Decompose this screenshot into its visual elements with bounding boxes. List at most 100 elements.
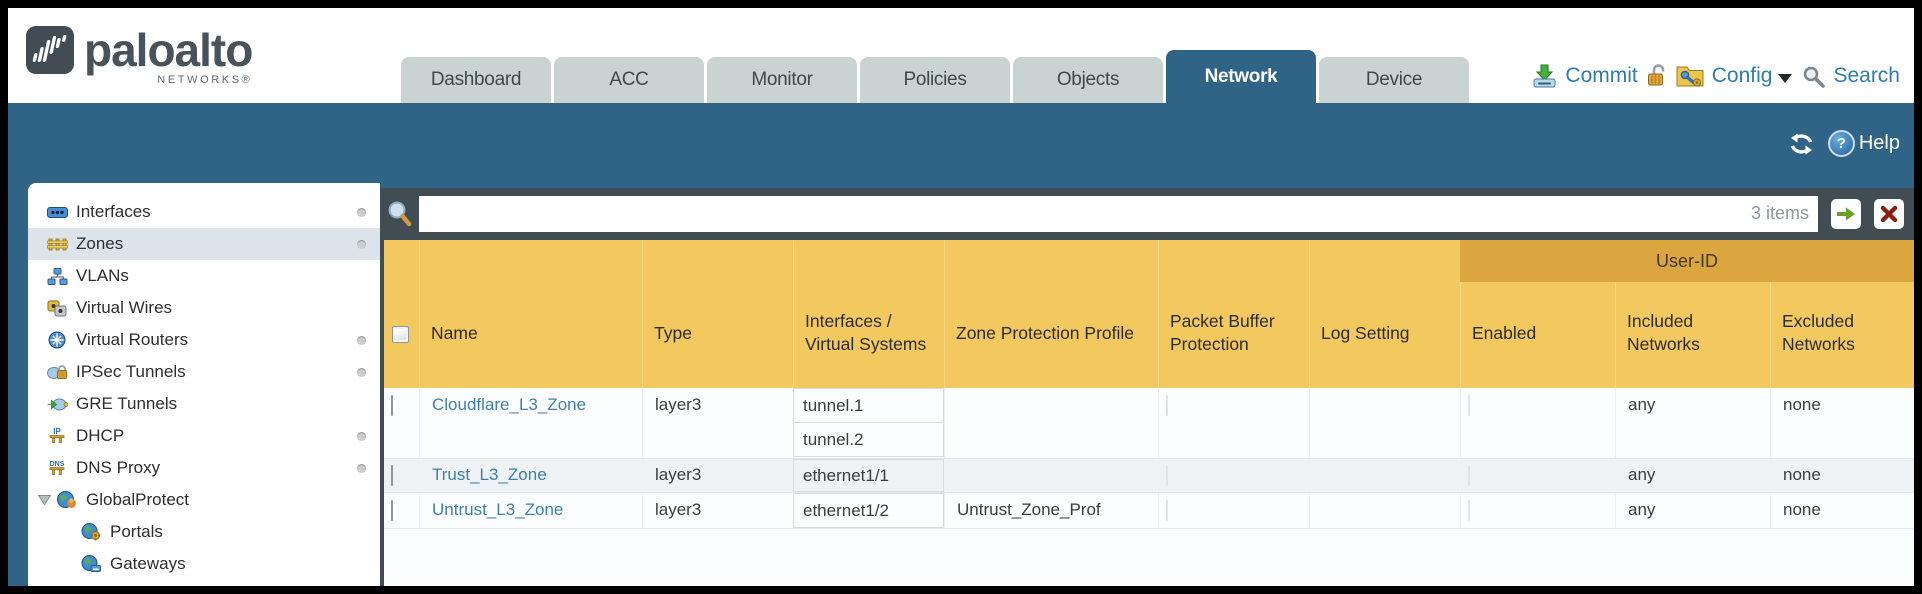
tab-acc[interactable]: ACC	[554, 57, 704, 103]
column-header-zone-protection-profile[interactable]: Zone Protection Profile	[944, 240, 1158, 388]
brand-name: paloalto	[84, 24, 253, 76]
zone-protection-profile	[944, 388, 1158, 458]
config-button[interactable]: Config	[1711, 64, 1773, 87]
column-header-included-networks[interactable]: Included Networks	[1615, 240, 1770, 388]
sidebar-item-label: Virtual Wires	[76, 298, 173, 317]
sidebar-item-virtual-routers[interactable]: Virtual Routers	[28, 324, 380, 356]
sidebar-item-gre-tunnels[interactable]: GRE Tunnels	[28, 388, 380, 420]
userid-group-header: User-ID	[1460, 240, 1914, 282]
sidebar-item-label: Portals	[110, 522, 163, 541]
gre-tunnels-icon	[44, 396, 70, 413]
userid-enabled-checkbox[interactable]	[1468, 395, 1470, 416]
commit-button[interactable]: Commit	[1565, 64, 1638, 87]
chevron-down-icon[interactable]	[1778, 73, 1793, 83]
log-setting	[1309, 459, 1460, 492]
included-networks: any	[1615, 388, 1770, 458]
sidebar-item-portals[interactable]: Portals	[28, 516, 380, 548]
sidebar-item-vlans[interactable]: VLANs	[28, 260, 380, 292]
zone-interfaces: tunnel.1 tunnel.2	[793, 388, 944, 458]
dhcp-icon: IP	[44, 427, 70, 445]
userid-enabled-checkbox[interactable]	[1468, 500, 1470, 521]
column-header-packet-buffer-protection[interactable]: Packet Buffer Protection	[1158, 240, 1309, 388]
table-row-cloudflare: Cloudflare_L3_Zone layer3 tunnel.1 tunne…	[384, 388, 1914, 459]
excluded-networks: none	[1770, 459, 1914, 492]
sidebar-item-dhcp[interactable]: IP DHCP	[28, 420, 380, 452]
packet-buffer-protection-checkbox[interactable]	[1166, 500, 1168, 521]
row-checkbox[interactable]	[391, 500, 393, 521]
commit-icon	[1532, 63, 1557, 89]
tab-device[interactable]: Device	[1319, 57, 1469, 103]
tab-network[interactable]: Network	[1166, 50, 1316, 103]
tab-dashboard[interactable]: Dashboard	[401, 57, 551, 103]
help-icon: ?	[1827, 130, 1855, 157]
ipsec-tunnels-icon	[44, 364, 70, 381]
sidebar-item-label: DNS Proxy	[76, 458, 161, 477]
status-dot	[357, 239, 366, 249]
status-dot	[357, 335, 366, 345]
status-dot	[357, 463, 366, 473]
sidebar-item-label: GRE Tunnels	[76, 394, 178, 413]
packet-buffer-protection-checkbox[interactable]	[1166, 395, 1168, 416]
expander-triangle-icon[interactable]	[36, 495, 52, 505]
tab-objects[interactable]: Objects	[1013, 57, 1163, 103]
select-all-checkbox[interactable]	[392, 326, 409, 343]
zone-type: layer3	[642, 388, 793, 458]
sidebar-item-dns-proxy[interactable]: DNS DNS Proxy	[28, 452, 380, 484]
filter-input[interactable]	[419, 196, 1818, 232]
log-setting	[1309, 388, 1460, 458]
included-networks: any	[1615, 493, 1770, 528]
column-header-log-setting[interactable]: Log Setting	[1309, 240, 1460, 388]
sidebar-item-gateways[interactable]: Gateways	[28, 548, 380, 580]
refresh-icon[interactable]	[1788, 133, 1815, 155]
sidebar-item-label: DHCP	[76, 426, 125, 445]
apply-filter-button[interactable]	[1831, 199, 1861, 229]
zone-name-link[interactable]: Untrust_L3_Zone	[432, 500, 564, 519]
table-row-untrust: Untrust_L3_Zone layer3 ethernet1/2 Untru…	[384, 493, 1914, 529]
filter-search-icon	[387, 200, 413, 228]
interface-entry: tunnel.1	[793, 388, 944, 423]
userid-enabled-checkbox[interactable]	[1468, 465, 1470, 486]
zone-name-link[interactable]: Cloudflare_L3_Zone	[432, 395, 587, 414]
tab-monitor[interactable]: Monitor	[707, 57, 857, 103]
sidebar-item-label: Virtual Routers	[76, 330, 189, 349]
paloalto-logo: paloalto NETWORKS®	[24, 22, 253, 86]
tab-policies[interactable]: Policies	[860, 57, 1010, 103]
zone-type: layer3	[642, 493, 793, 528]
column-header-name[interactable]: Name	[419, 240, 642, 388]
column-header-type[interactable]: Type	[642, 240, 793, 388]
table-header: User-ID Name Type Interfaces / Virtual S…	[384, 240, 1914, 388]
zones-icon	[44, 237, 70, 252]
svg-text:DNS: DNS	[50, 461, 65, 468]
included-networks: any	[1615, 459, 1770, 492]
column-header-interfaces[interactable]: Interfaces / Virtual Systems	[793, 240, 944, 388]
brand-subtitle: NETWORKS®	[157, 74, 253, 86]
sidebar-item-zones[interactable]: Zones	[28, 228, 380, 260]
svg-text:IP: IP	[53, 427, 61, 436]
zone-name-link[interactable]: Trust_L3_Zone	[432, 465, 547, 484]
sidebar-item-interfaces[interactable]: Interfaces	[28, 196, 380, 228]
status-dot	[357, 207, 366, 217]
sidebar-item-ipsec-tunnels[interactable]: IPSec Tunnels	[28, 356, 380, 388]
column-header-excluded-networks[interactable]: Excluded Networks	[1770, 240, 1914, 388]
sidebar-item-label: GlobalProtect	[86, 490, 189, 509]
filter-input-wrap: 3 items	[419, 196, 1818, 232]
help-button[interactable]: ? Help	[1827, 130, 1900, 157]
firewall-web-ui: paloalto NETWORKS® Dashboard ACC Monitor…	[8, 8, 1914, 586]
search-button[interactable]: Search	[1833, 64, 1900, 87]
sidebar-item-globalprotect[interactable]: GlobalProtect	[28, 484, 380, 516]
interface-entry: ethernet1/1	[793, 459, 944, 492]
row-checkbox[interactable]	[391, 395, 393, 416]
packet-buffer-protection-checkbox[interactable]	[1166, 465, 1168, 486]
virtual-routers-icon	[44, 331, 70, 349]
network-sidebar: Interfaces Zones VLANs Virtual Wires	[28, 183, 380, 586]
zone-protection-profile	[944, 459, 1158, 492]
gateways-icon	[78, 555, 104, 573]
lock-icon[interactable]	[1646, 63, 1668, 89]
clear-filter-button[interactable]	[1874, 199, 1904, 229]
sidebar-item-label: Gateways	[110, 554, 186, 573]
sidebar-item-virtual-wires[interactable]: Virtual Wires	[28, 292, 380, 324]
vlans-icon	[44, 267, 70, 285]
globalprotect-icon	[54, 491, 80, 509]
row-checkbox[interactable]	[391, 465, 393, 486]
column-header-enabled[interactable]: Enabled	[1460, 240, 1615, 388]
